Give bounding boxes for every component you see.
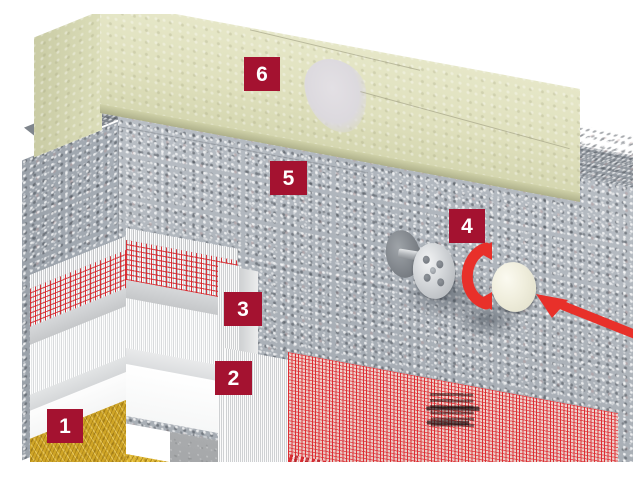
callout-number-4: 4 <box>461 214 473 238</box>
callout-badge-4[interactable]: 4 <box>449 209 485 243</box>
callout-badge-3[interactable]: 3 <box>224 292 262 326</box>
rotation-arrow <box>461 242 492 310</box>
anchor-plate-hole-4 <box>436 278 445 287</box>
mesh-printed-marking-detail <box>429 391 475 427</box>
margin-bottom <box>0 462 633 494</box>
callout-number-3: 3 <box>237 297 249 321</box>
callout-badge-2[interactable]: 2 <box>215 361 252 395</box>
callout-badge-6[interactable]: 6 <box>244 57 280 91</box>
insertion-arrow <box>536 294 633 339</box>
anchor-plate-centre-hole <box>429 266 437 275</box>
callout-number-2: 2 <box>227 366 240 390</box>
anchor-plate-hole-2 <box>435 260 444 269</box>
callout-number-5: 5 <box>282 166 295 190</box>
anchor-plate-hole-3 <box>423 273 432 283</box>
callout-badge-5[interactable]: 5 <box>270 161 307 195</box>
margin-left <box>0 0 22 494</box>
margin-top <box>0 0 633 14</box>
callout-number-6: 6 <box>256 62 268 86</box>
anchor-plate-hole-1 <box>422 255 431 265</box>
callout-badge-1[interactable]: 1 <box>47 409 83 443</box>
callout-number-1: 1 <box>59 414 71 438</box>
